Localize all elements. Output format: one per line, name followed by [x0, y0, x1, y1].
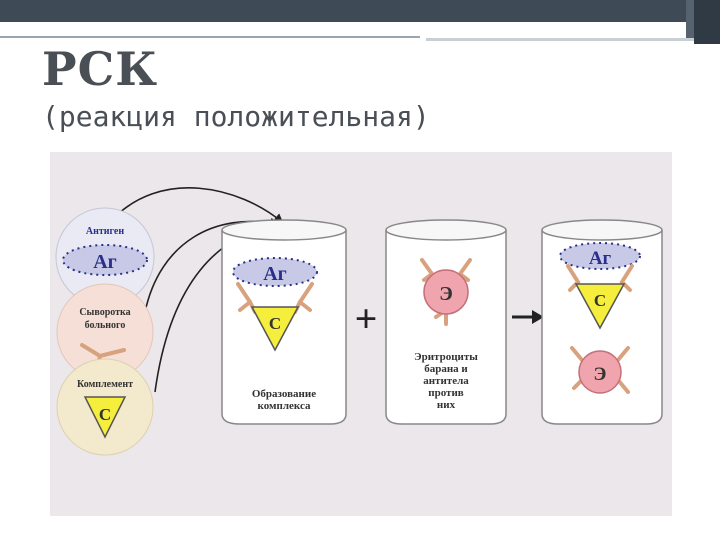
tube2-erythrocyte-symbol: Э	[439, 283, 453, 305]
antigen-symbol: Аг	[93, 251, 117, 273]
tube2-caption-line4: против	[428, 387, 464, 399]
arrow-antigen-to-tube1	[109, 187, 284, 224]
tube3-erythrocyte	[578, 350, 622, 394]
tube2-caption-line5: них	[437, 399, 456, 411]
tube1-antigen-ellipse	[232, 257, 318, 287]
tube-2: Э Эритроциты барана и антитела против ни…	[385, 219, 507, 425]
plus-sign: +	[355, 296, 378, 341]
serum-circle: Сыворотка больного	[56, 283, 154, 381]
tube3-complement-triangle-icon	[574, 283, 626, 330]
tube-1: Аг С Образование комплекса	[221, 219, 347, 425]
antigen-label: Антиген	[86, 226, 125, 237]
tube3-antigen-symbol: Аг	[589, 248, 612, 269]
antigen-ellipse	[62, 244, 148, 276]
top-bar-accent-dark	[694, 0, 720, 44]
top-bar	[0, 0, 720, 22]
top-rule-right	[426, 38, 694, 41]
tube1-antigen-symbol: Аг	[263, 263, 287, 285]
tube1-complement-triangle-icon	[250, 306, 300, 352]
complement-circle: Комплемент С	[56, 358, 154, 456]
top-rule-left	[0, 36, 420, 38]
tube3-erythrocyte-symbol: Э	[594, 364, 607, 385]
tube2-erythrocyte	[423, 269, 469, 315]
complement-label: Комплемент	[77, 379, 133, 390]
serum-label-line2: больного	[85, 320, 126, 331]
tube-3: Аг С Э	[541, 219, 663, 425]
slide-subtitle: (реакция положительная)	[42, 100, 430, 133]
slide-title: РСК	[42, 42, 159, 96]
tube3-antibodies-icon	[566, 264, 634, 394]
complement-symbol: С	[99, 405, 111, 424]
tube1-complement-symbol: С	[269, 314, 281, 333]
complement-triangle-icon	[83, 396, 127, 439]
tube2-caption-line2: барана и	[424, 363, 468, 375]
serum-label-line1: Сыворотка	[79, 307, 130, 318]
top-bar-accent	[686, 0, 694, 40]
tube2-caption-line3: антитела	[423, 375, 469, 387]
arrow-to-tube3	[512, 310, 544, 324]
tube2-caption-line1: Эритроциты	[414, 351, 478, 363]
tube1-caption-line2: комплекса	[258, 400, 311, 412]
tube3-complement-symbol: С	[594, 291, 606, 310]
antigen-circle: Антиген Аг	[55, 207, 155, 307]
tube1-caption-line1: Образование	[252, 388, 316, 400]
rsk-diagram: Антиген Аг Сыворотка больного Комплемент…	[50, 152, 672, 516]
tube3-antigen-ellipse	[559, 242, 641, 270]
diagram-svg: Антиген Аг Сыворотка больного Комплемент…	[55, 187, 663, 456]
